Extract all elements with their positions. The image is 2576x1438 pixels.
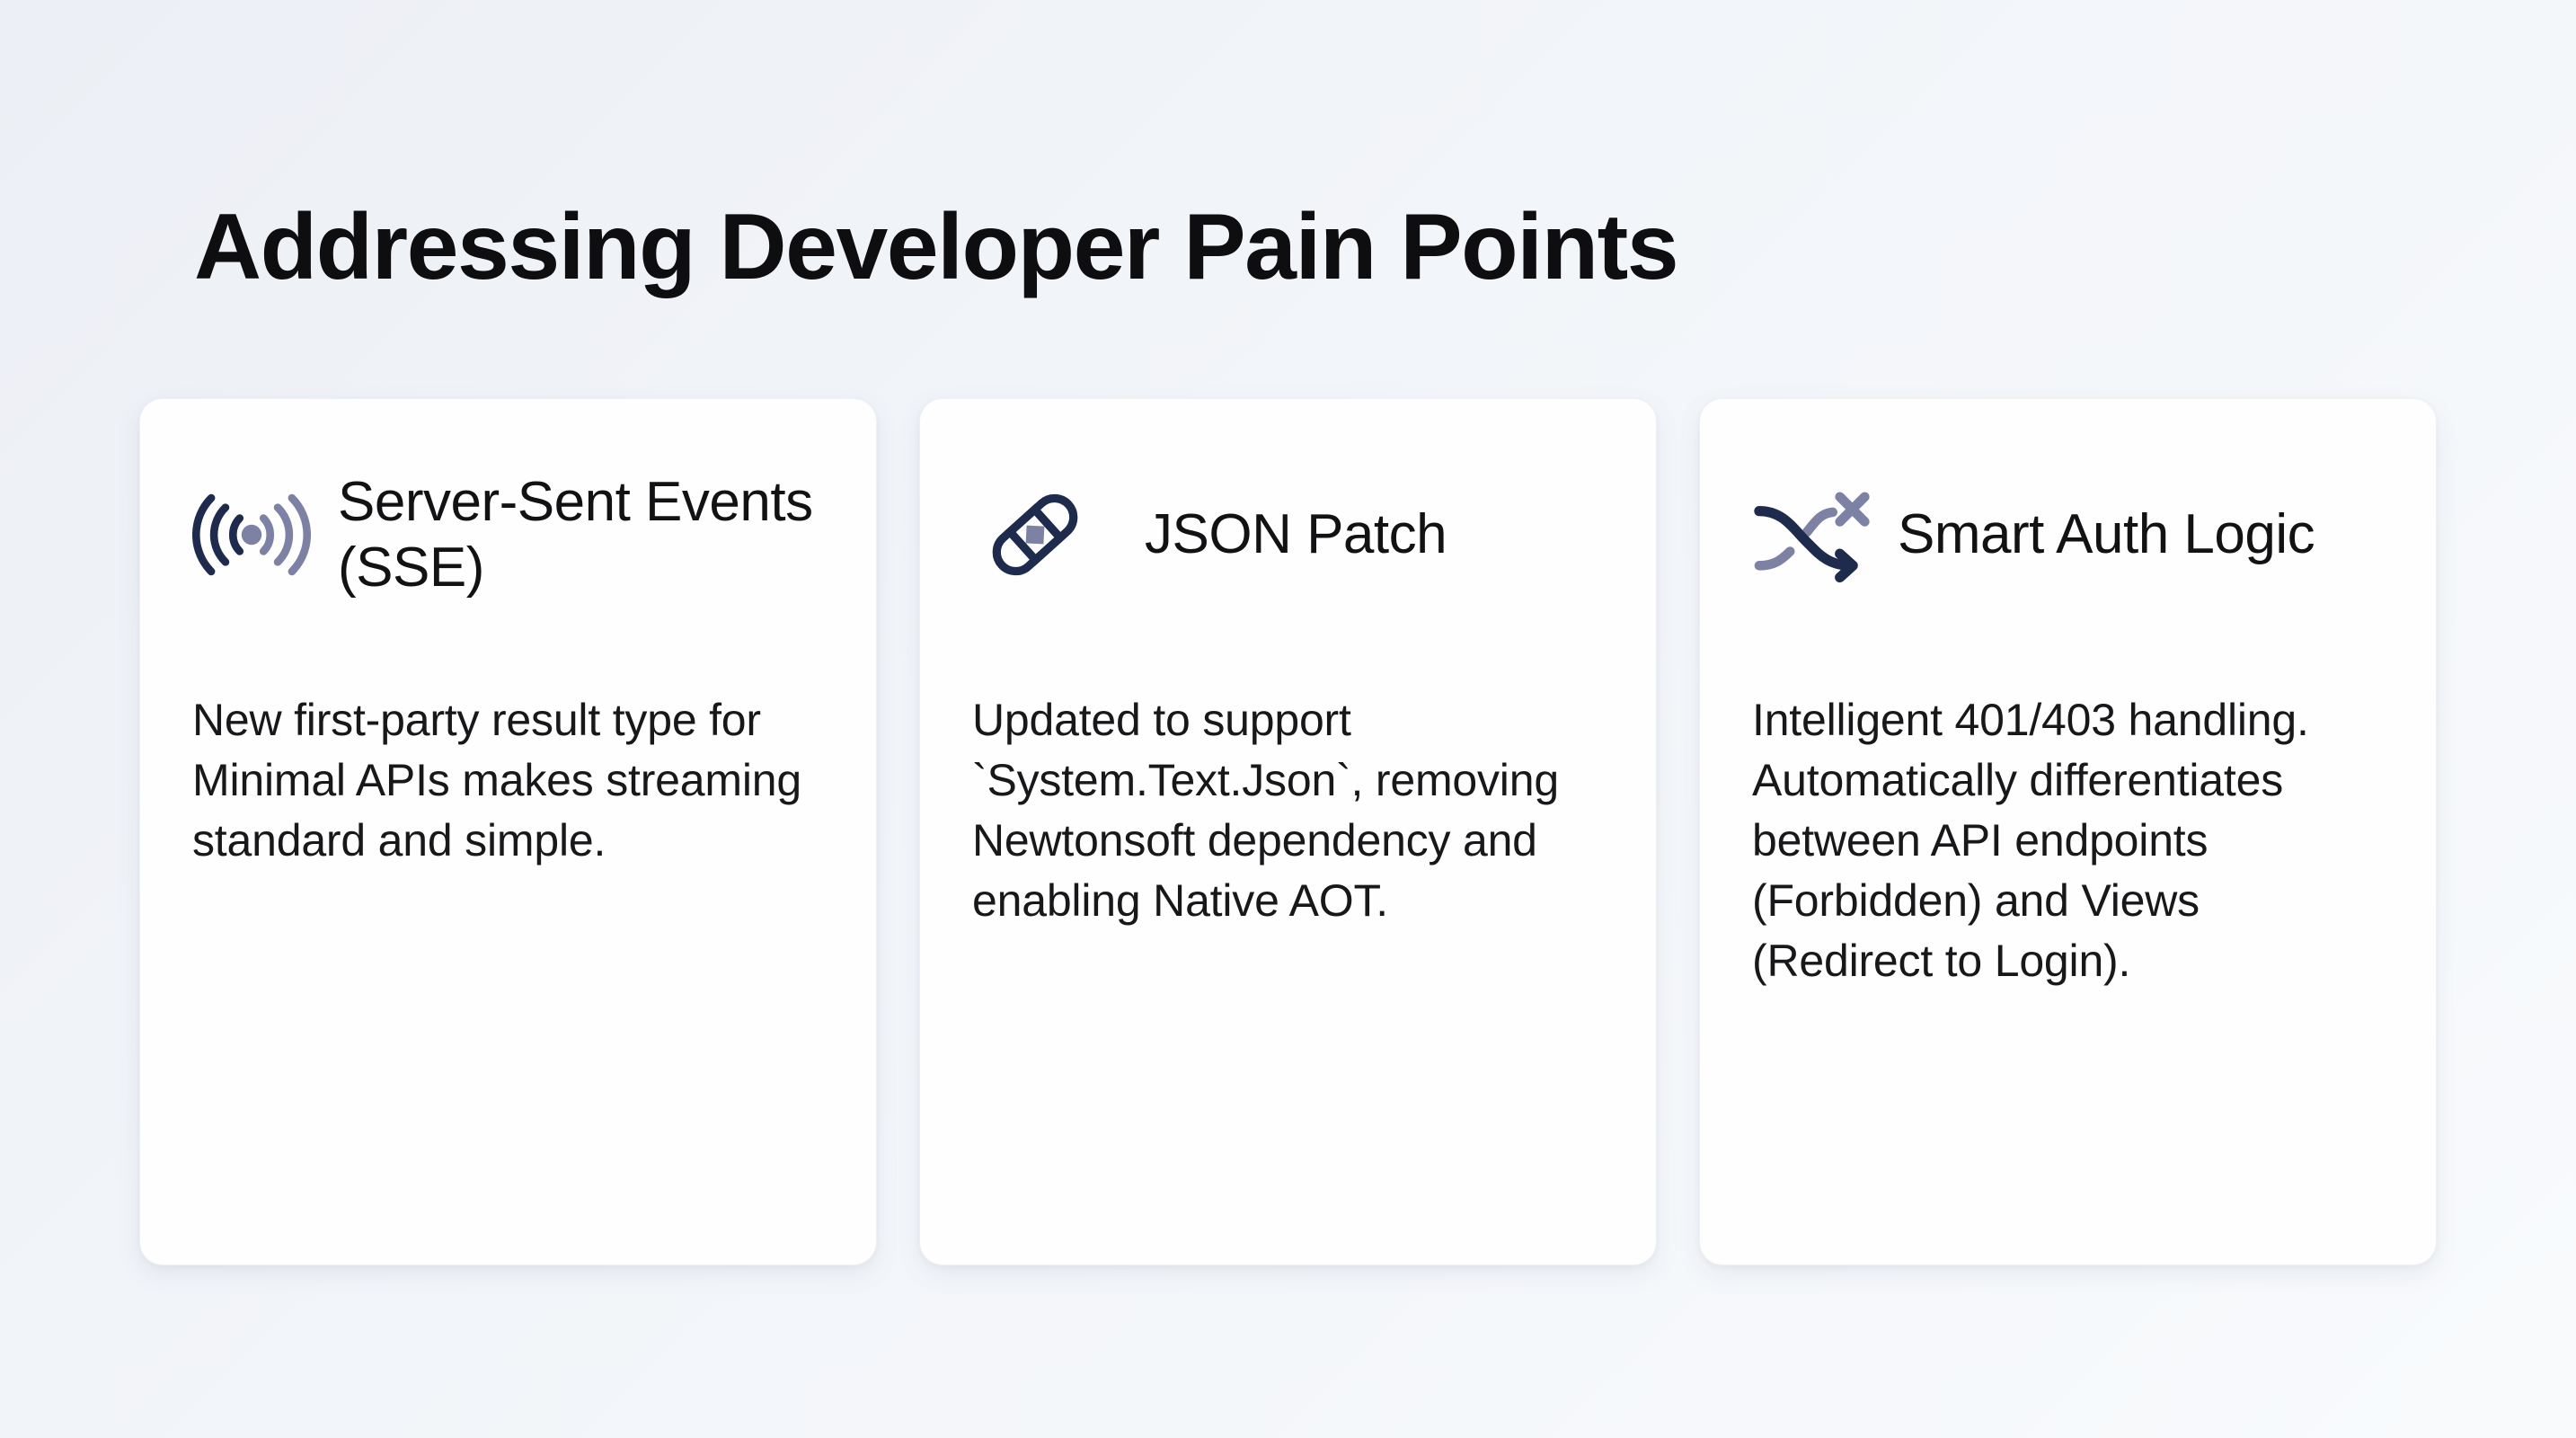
feature-card-smart-auth[interactable]: Smart Auth Logic Intelligent 401/403 han… [1699, 398, 2437, 1265]
card-heading: JSON Patch [1145, 503, 1447, 566]
card-body-text: New first-party result type for Minimal … [192, 695, 801, 865]
feature-card-sse[interactable]: Server-Sent Events (SSE) New first-party… [139, 398, 877, 1265]
card-header: Server-Sent Events (SSE) [192, 449, 824, 620]
card-header: JSON Patch [972, 449, 1604, 620]
page-title: Addressing Developer Pain Points [194, 194, 1679, 299]
card-heading: Server-Sent Events (SSE) [338, 470, 813, 599]
broadcast-waves-icon [192, 475, 311, 594]
card-heading: Smart Auth Logic [1898, 503, 2315, 566]
bandage-icon [976, 475, 1094, 594]
card-body-text: Updated to support `System.Text.Json`, r… [972, 695, 1559, 926]
feature-card-list: Server-Sent Events (SSE) New first-party… [139, 398, 2437, 1265]
card-header: Smart Auth Logic [1752, 449, 2384, 620]
feature-card-json-patch[interactable]: JSON Patch Updated to support `System.Te… [919, 398, 1657, 1265]
card-body-text: Intelligent 401/403 handling. Automatica… [1752, 695, 2309, 986]
crossing-paths-auth-icon [1752, 475, 1871, 594]
